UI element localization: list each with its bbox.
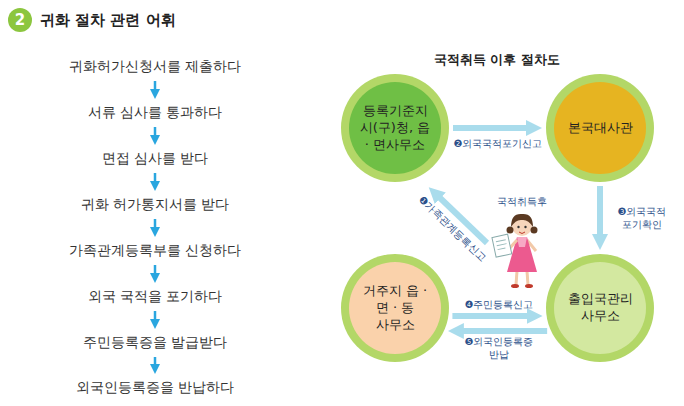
office-circle: 거주지 읍 · 면 · 동 사무소 [341, 254, 449, 362]
connector-arrow [154, 81, 157, 91]
connector-arrow [154, 311, 157, 321]
connector-arrow [154, 357, 157, 366]
figure-caption: 국적취득후 [497, 195, 547, 209]
step-text: 귀화허가신청서를 제출하다 [67, 57, 243, 77]
pigtail [507, 227, 514, 234]
node-text: 거주지 읍 · 면 · 동 사무소 [356, 283, 434, 334]
connector-arrow [154, 219, 157, 229]
shoe [511, 284, 519, 288]
node-text: 주민등록증을 발급받다 [83, 334, 227, 352]
node-text: 외국 국적을 포기하다 [88, 288, 223, 306]
step-text: 외국인등록증을 반납하다 [74, 378, 236, 398]
paper [492, 234, 512, 257]
eye [517, 226, 519, 228]
edge-label: ❸외국국적 포기확인 [613, 205, 671, 231]
step-text: 가족관계등록부를 신청하다 [67, 241, 243, 261]
node-text: 귀화허가신청서를 제출하다 [69, 58, 241, 76]
page-title: 귀화 절차 관련 어휘 [40, 11, 176, 30]
shoe [525, 284, 533, 288]
node-text: 본국대사관 [561, 120, 639, 137]
office-circle: 출입국관리 사무소 [546, 254, 654, 362]
node-text: 귀화 허가통지서를 받다 [81, 196, 230, 214]
collar [517, 237, 527, 247]
connector-arrow [453, 125, 529, 131]
node-text: 서류 심사를 통과하다 [88, 104, 223, 122]
circle-fill [349, 262, 441, 354]
leg [527, 271, 528, 285]
office-circle: 본국대사관 [546, 74, 654, 182]
mouth [519, 232, 525, 234]
circle-ring [341, 74, 449, 182]
pigtail [531, 227, 538, 234]
girl-figure [492, 214, 538, 288]
step-text: 귀화 허가통지서를 받다 [79, 195, 232, 215]
step-text: 주민등록증을 발급받다 [81, 333, 229, 353]
hair [511, 214, 533, 227]
connector-arrow [452, 313, 529, 319]
connector-arrow [154, 265, 157, 275]
edge-label: ❹주민등록신고 [465, 298, 534, 311]
paper-lines [496, 240, 507, 250]
node-text: 출입국관리 사무소 [561, 291, 639, 325]
circle-fill [554, 82, 646, 174]
connector-arrow [461, 328, 547, 334]
office-circle: 등록기준지 시(구)청, 읍 · 면사무소 [341, 74, 449, 182]
circle-ring [546, 74, 654, 182]
step-text: 외국 국적을 포기하다 [86, 287, 225, 307]
circle-ring [341, 254, 449, 362]
dress [507, 237, 537, 272]
section-number: 2 [8, 8, 32, 32]
connector-arrow [154, 173, 157, 183]
leg [516, 271, 517, 285]
node-text: 등록기준지 시(구)청, 읍 · 면사무소 [356, 103, 434, 154]
circle-ring [546, 254, 654, 362]
step-label: ❶가족관계등록신고 [415, 193, 489, 265]
node-text: 면접 심사를 받다 [102, 150, 209, 168]
eye [524, 226, 526, 228]
step-text: 서류 심사를 통과하다 [86, 103, 225, 123]
connector-arrow [154, 127, 157, 137]
connector-arrow [597, 186, 603, 237]
circle-fill [554, 262, 646, 354]
circle-fill [349, 82, 441, 174]
edge-label: ❷외국국적포기신고 [454, 137, 543, 150]
edge-label: ❺외국인등록증 반납 [459, 335, 539, 361]
node-text: 가족관계등록부를 신청하다 [69, 242, 241, 260]
node-text: 외국인등록증을 반납하다 [76, 379, 234, 397]
diagram-heading: 국적취득 이후 절차도 [434, 51, 560, 69]
step-text: 면접 심사를 받다 [100, 149, 211, 169]
